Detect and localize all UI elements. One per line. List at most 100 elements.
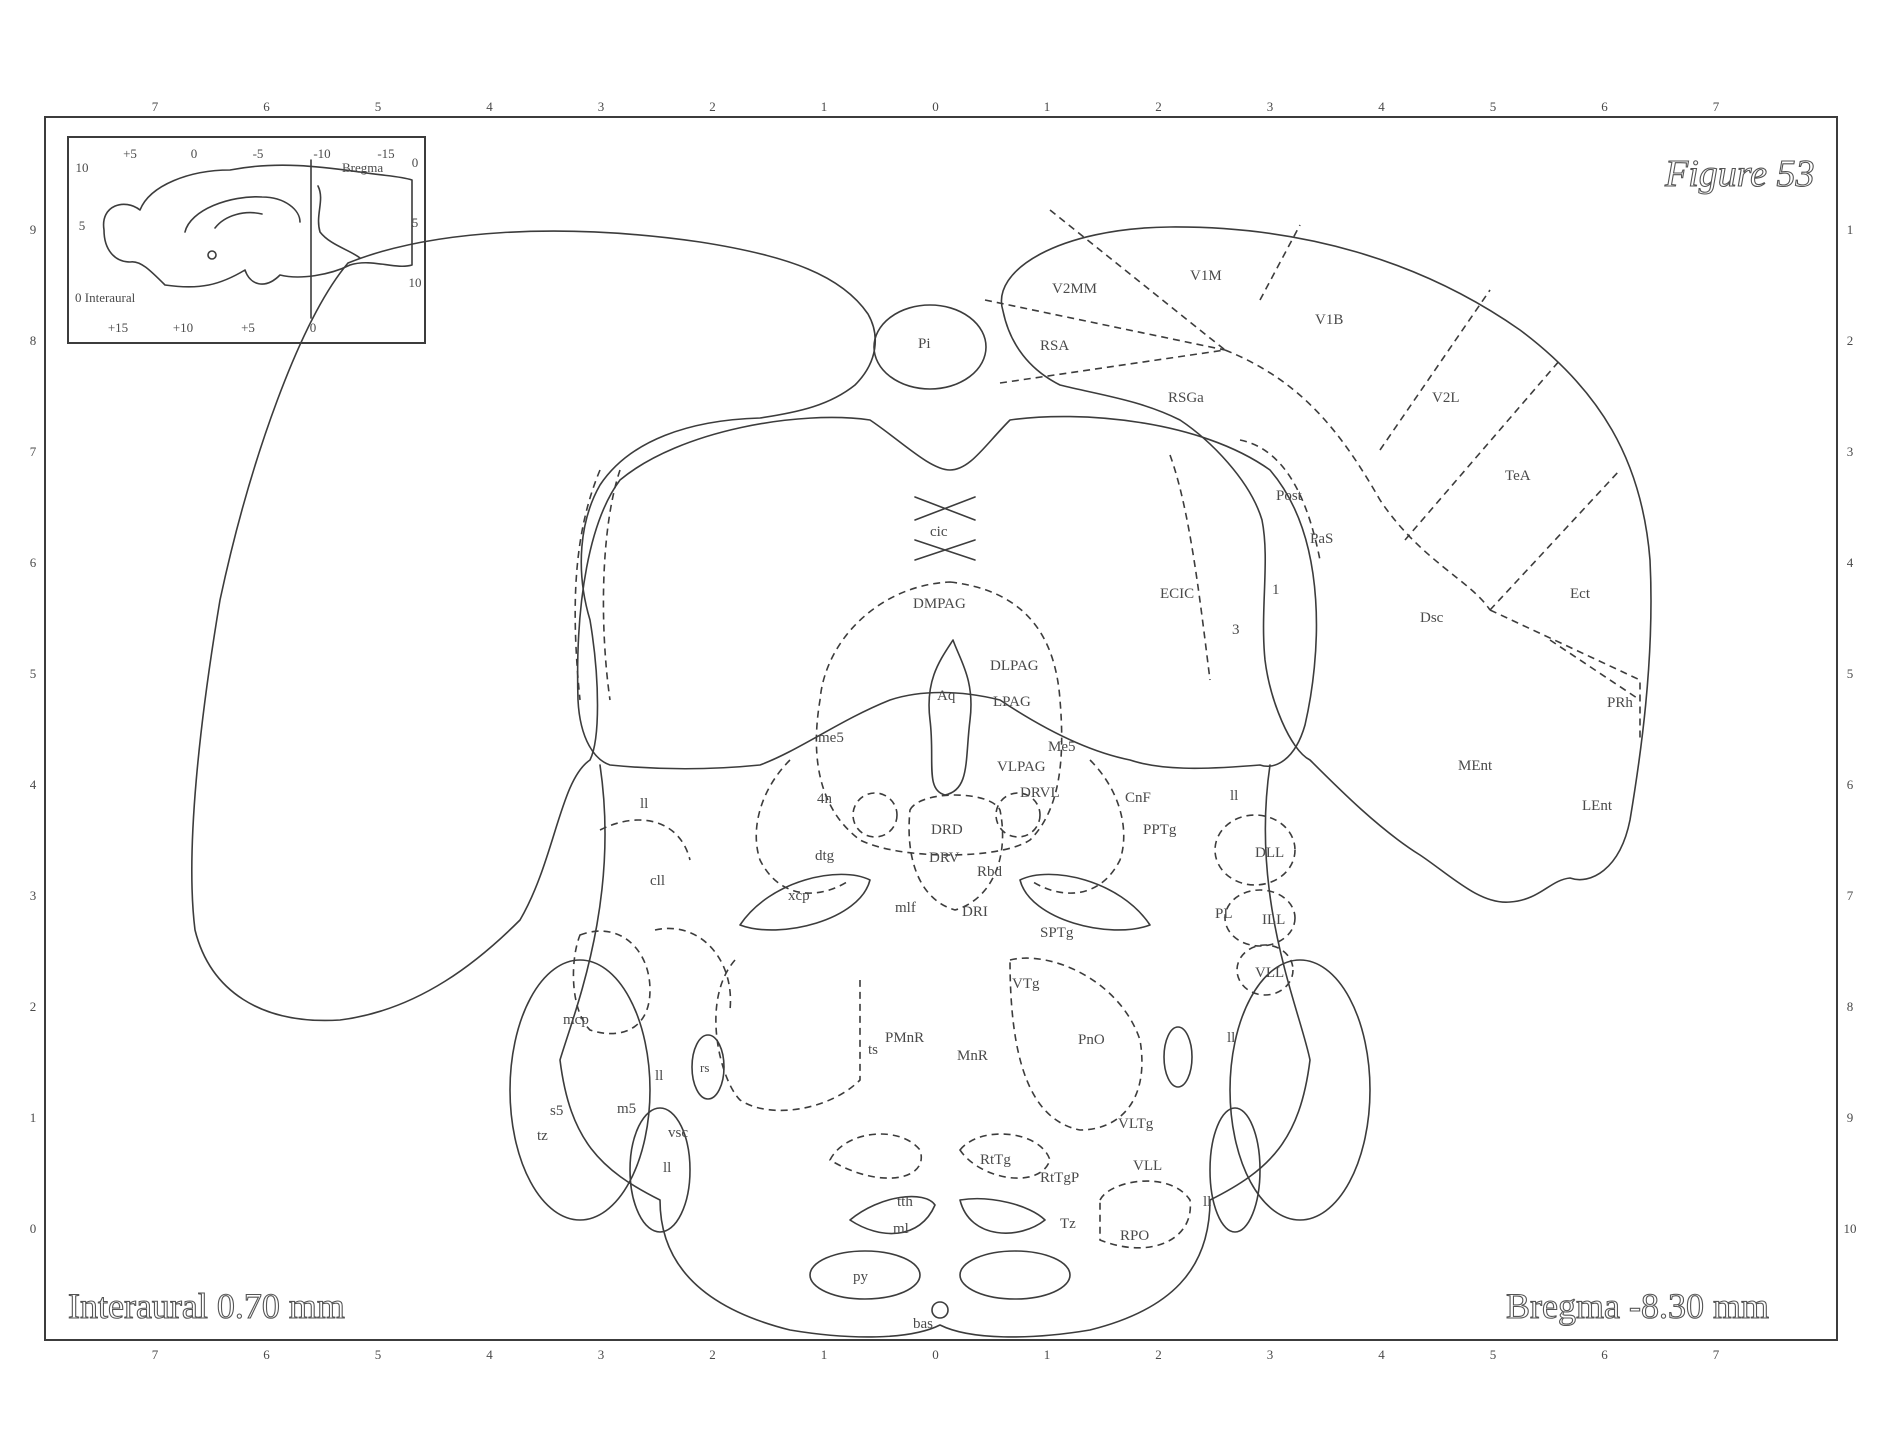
label-DMPAG: DMPAG (913, 596, 966, 612)
interaural-caption: Interaural 0.70 mm (68, 1286, 345, 1326)
label-cic: cic (930, 524, 948, 540)
label-MEnt: MEnt (1458, 758, 1493, 774)
ticks-bottom-label: 5 (375, 1347, 382, 1362)
inset-left-ticks: 105 (76, 160, 89, 233)
top-axis-ticks: 765432101234567 (152, 99, 1720, 114)
ticks-right-label: 9 (1847, 1110, 1854, 1125)
ticks-bottom-label: 3 (598, 1347, 605, 1362)
label-me5: me5 (818, 730, 844, 746)
ticks-top-label: 1 (1044, 99, 1051, 114)
inset-right-ticks: 0510 (409, 155, 422, 290)
inset-left-ticks-label: 5 (79, 218, 86, 233)
inset-top-ticks-label: -15 (377, 146, 394, 161)
left-cortex-outline (192, 231, 875, 1020)
ticks-left-label: 9 (30, 222, 37, 237)
midbrain-outline (578, 417, 1317, 769)
label-TeA: TeA (1505, 468, 1531, 484)
ticks-top-label: 1 (821, 99, 828, 114)
ticks-top-label: 2 (1155, 99, 1162, 114)
ticks-right-label: 8 (1847, 999, 1854, 1014)
label-mcp: mcp (563, 1012, 589, 1028)
label-V1B: V1B (1315, 312, 1343, 328)
inset-bottom-ticks-label: +15 (108, 320, 128, 335)
basilar-artery (932, 1302, 948, 1318)
right-cerebellar-lobe (1230, 960, 1370, 1220)
ticks-right-label: 3 (1847, 444, 1854, 459)
label-ll-6: ll (1230, 788, 1238, 804)
inset-top-ticks-label: +5 (123, 146, 137, 161)
label-V2L: V2L (1432, 390, 1460, 406)
label-3: 3 (1232, 622, 1240, 638)
pag-outline (816, 582, 1061, 855)
label-DLPAG: DLPAG (990, 658, 1039, 674)
inset-top-ticks-label: -10 (313, 146, 330, 161)
label-1: 1 (1272, 582, 1280, 598)
label-m5: m5 (617, 1101, 636, 1117)
label-RtTg: RtTg (980, 1152, 1011, 1168)
label-s5: s5 (550, 1103, 563, 1119)
ticks-bottom-label: 4 (1378, 1347, 1385, 1362)
label-py: py (853, 1269, 869, 1285)
label-RSGa: RSGa (1168, 390, 1204, 406)
label-PPTg: PPTg (1143, 822, 1177, 838)
ml-right (960, 1199, 1045, 1233)
label-ll-3: ll (663, 1160, 671, 1176)
ticks-top-label: 5 (1490, 99, 1497, 114)
ticks-bottom-label: 1 (821, 1347, 828, 1362)
right-axis-ticks: 12345678910 (1844, 222, 1857, 1236)
rs-right (1164, 1027, 1192, 1087)
ticks-bottom-label: 2 (1155, 1347, 1162, 1362)
label-4n: 4n (817, 791, 833, 807)
inset-top-ticks-label: -5 (253, 146, 264, 161)
ticks-left-label: 3 (30, 888, 37, 903)
ticks-top-label: 3 (1267, 99, 1274, 114)
label-ll-1: ll (640, 796, 648, 812)
atlas-frame (45, 117, 1837, 1340)
ticks-top-label: 7 (152, 99, 159, 114)
label-ts: ts (868, 1042, 878, 1058)
label-DRV: DRV (929, 850, 960, 866)
label-ll-5: ll (1203, 1194, 1211, 1210)
label-VLL-lower: VLL (1133, 1158, 1162, 1174)
bregma-caption: Bregma -8.30 mm (1506, 1286, 1769, 1326)
ticks-top-label: 4 (1378, 99, 1385, 114)
label-rs: rs (700, 1060, 709, 1075)
ticks-right-label: 10 (1844, 1221, 1857, 1236)
ticks-top-label: 6 (1601, 99, 1608, 114)
label-PaS: PaS (1310, 531, 1333, 547)
label-PMnR: PMnR (885, 1030, 924, 1046)
ticks-top-label: 2 (709, 99, 716, 114)
ticks-top-label: 5 (375, 99, 382, 114)
ticks-left-label: 2 (30, 999, 37, 1014)
ticks-bottom-label: 2 (709, 1347, 716, 1362)
label-dtg: dtg (815, 848, 835, 864)
ticks-left-label: 0 (30, 1221, 37, 1236)
ticks-left-label: 1 (30, 1110, 37, 1125)
inset-right-ticks-label: 5 (412, 215, 419, 230)
label-DRD: DRD (931, 822, 963, 838)
ticks-right-label: 5 (1847, 666, 1854, 681)
cic-cross-upper (915, 497, 975, 520)
ticks-bottom-label: 0 (932, 1347, 939, 1362)
ticks-top-label: 6 (263, 99, 270, 114)
ticks-bottom-label: 1 (1044, 1347, 1051, 1362)
label-PnO: PnO (1078, 1032, 1105, 1048)
ticks-right-label: 1 (1847, 222, 1854, 237)
label-Dsc: Dsc (1420, 610, 1444, 626)
label-PRh: PRh (1607, 695, 1633, 711)
label-mlf: mlf (895, 900, 916, 916)
ticks-right-label: 4 (1847, 555, 1854, 570)
ticks-left-label: 7 (30, 444, 37, 459)
ticks-top-label: 3 (598, 99, 605, 114)
label-LPAG: LPAG (993, 694, 1031, 710)
label-DLL: DLL (1255, 845, 1284, 861)
inset-interaural-label: 0 Interaural (75, 290, 136, 305)
label-MnR: MnR (957, 1048, 988, 1064)
label-RPO: RPO (1120, 1228, 1149, 1244)
label-Aq: Aq (937, 688, 956, 704)
ticks-bottom-label: 3 (1267, 1347, 1274, 1362)
label-DRI: DRI (962, 904, 988, 920)
label-cll: cll (650, 873, 665, 889)
label-xcp: xcp (788, 888, 810, 904)
